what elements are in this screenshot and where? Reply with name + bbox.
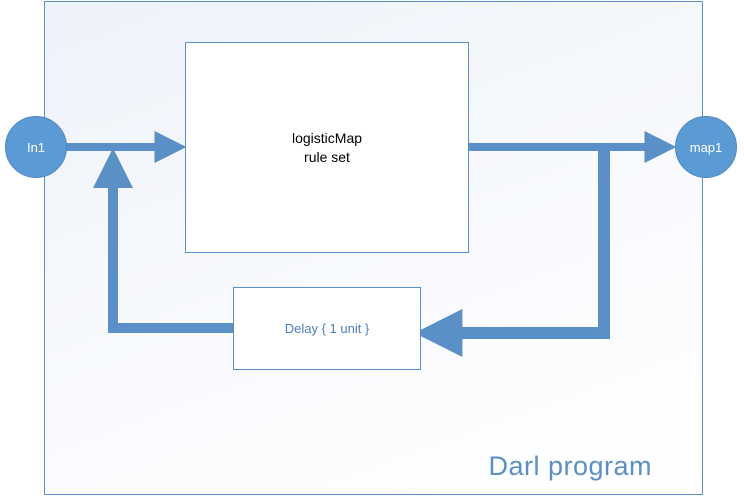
ruleset-title: logisticMap — [291, 129, 363, 146]
output-node-label: map1 — [689, 139, 723, 155]
input-node-in1: In1 — [5, 116, 67, 178]
delay-box: Delay { 1 unit } — [233, 287, 421, 370]
ruleset-box: logisticMap rule set — [185, 42, 469, 253]
feedback-to-delay-arrow — [414, 151, 610, 357]
input-node-label: In1 — [26, 139, 46, 155]
ruleset-subtitle: rule set — [304, 148, 350, 165]
delay-label: Delay { 1 unit } — [284, 321, 370, 336]
delay-to-input-arrow — [93, 148, 233, 333]
output-node-map1: map1 — [675, 116, 737, 178]
program-label: Darl program — [488, 451, 652, 481]
